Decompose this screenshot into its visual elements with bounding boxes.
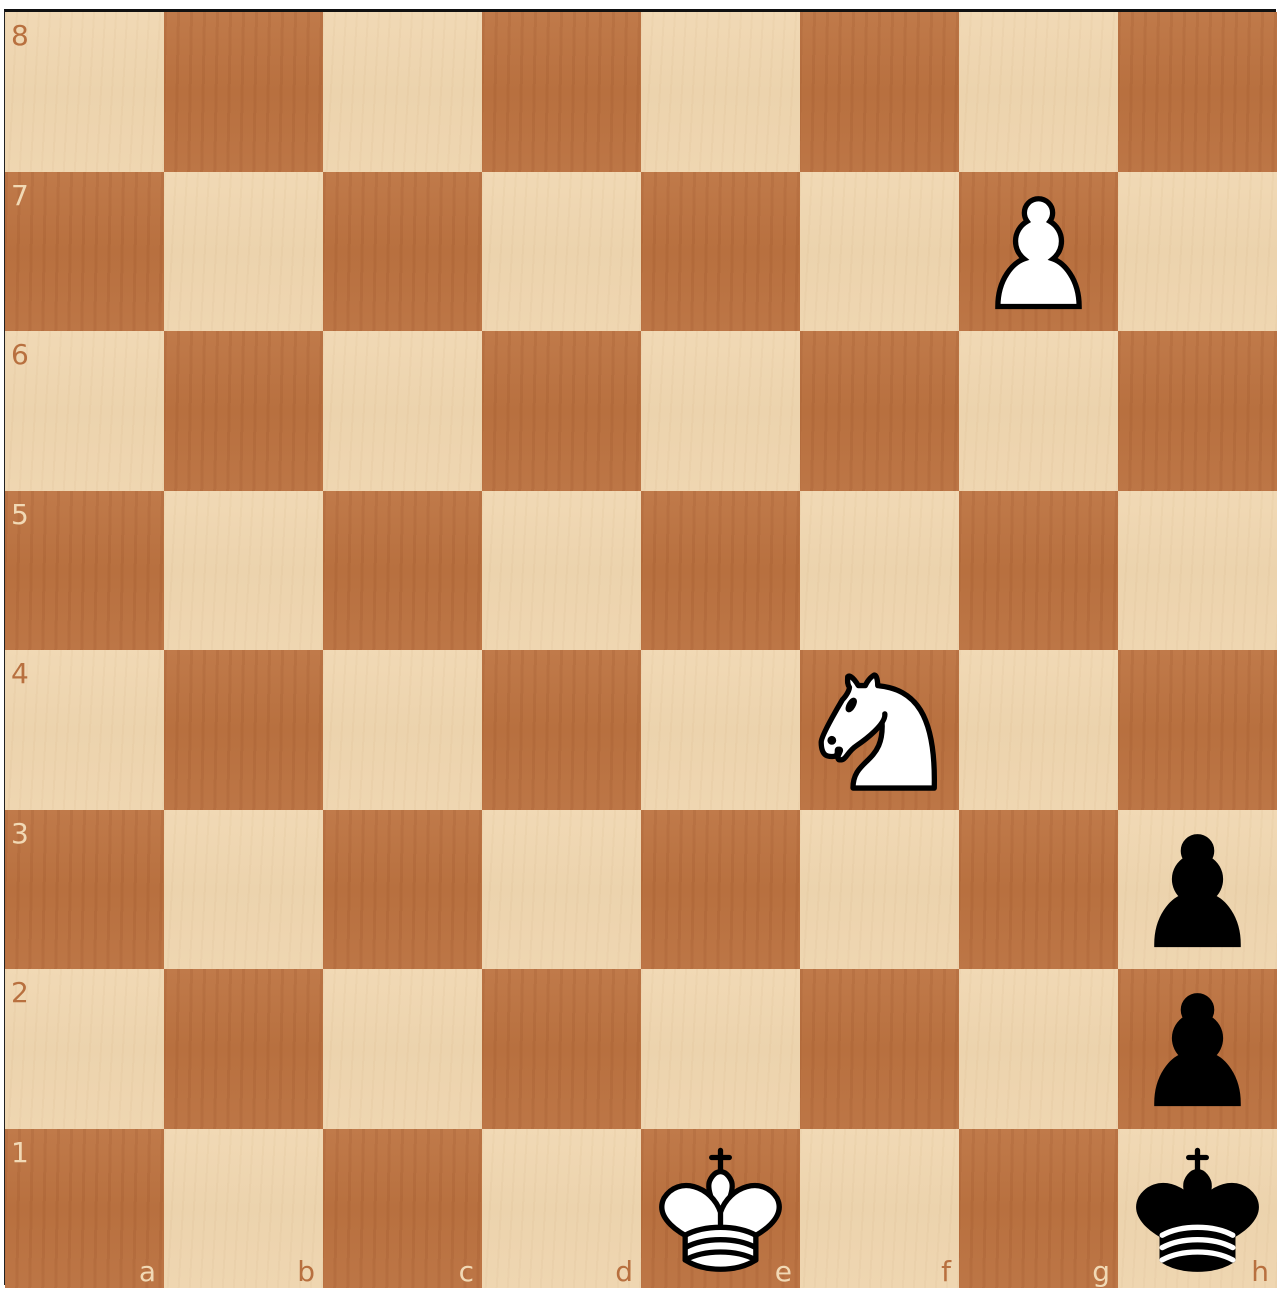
square-d5[interactable] (482, 491, 641, 651)
square-g5[interactable] (959, 491, 1118, 651)
file-label-b: b (297, 1258, 315, 1286)
rank-label-1: 1 (11, 1139, 29, 1167)
square-a5[interactable]: 5 (5, 491, 164, 651)
square-b4[interactable] (164, 650, 323, 810)
square-h3[interactable] (1118, 810, 1277, 970)
square-f8[interactable] (800, 12, 959, 172)
square-a4[interactable]: 4 (5, 650, 164, 810)
black-pawn-icon[interactable] (1118, 969, 1277, 1129)
square-f6[interactable] (800, 331, 959, 491)
square-e7[interactable] (641, 172, 800, 332)
square-h7[interactable] (1118, 172, 1277, 332)
rank-label-6: 6 (11, 341, 29, 369)
square-h4[interactable] (1118, 650, 1277, 810)
square-g6[interactable] (959, 331, 1118, 491)
square-c2[interactable] (323, 969, 482, 1129)
square-f1[interactable]: f (800, 1129, 959, 1289)
square-h1[interactable]: h (1118, 1129, 1277, 1289)
square-f3[interactable] (800, 810, 959, 970)
square-c1[interactable]: c (323, 1129, 482, 1289)
square-c7[interactable] (323, 172, 482, 332)
square-f7[interactable] (800, 172, 959, 332)
square-b3[interactable] (164, 810, 323, 970)
square-d2[interactable] (482, 969, 641, 1129)
square-d6[interactable] (482, 331, 641, 491)
square-d3[interactable] (482, 810, 641, 970)
square-g3[interactable] (959, 810, 1118, 970)
square-g1[interactable]: g (959, 1129, 1118, 1289)
square-e8[interactable] (641, 12, 800, 172)
square-e1[interactable]: e (641, 1129, 800, 1289)
file-label-c: c (459, 1258, 474, 1286)
square-c8[interactable] (323, 12, 482, 172)
rank-label-4: 4 (11, 660, 29, 688)
square-d7[interactable] (482, 172, 641, 332)
square-b6[interactable] (164, 331, 323, 491)
square-e3[interactable] (641, 810, 800, 970)
rank-label-7: 7 (11, 182, 29, 210)
square-b7[interactable] (164, 172, 323, 332)
white-king-icon[interactable] (641, 1129, 800, 1289)
square-d1[interactable]: d (482, 1129, 641, 1289)
file-label-d: d (615, 1258, 633, 1286)
square-g8[interactable] (959, 12, 1118, 172)
square-h2[interactable] (1118, 969, 1277, 1129)
square-a2[interactable]: 2 (5, 969, 164, 1129)
rank-label-2: 2 (11, 979, 29, 1007)
white-knight-icon[interactable] (800, 650, 959, 810)
rank-label-8: 8 (11, 22, 29, 50)
square-h8[interactable] (1118, 12, 1277, 172)
square-c5[interactable] (323, 491, 482, 651)
square-f2[interactable] (800, 969, 959, 1129)
square-f5[interactable] (800, 491, 959, 651)
square-e2[interactable] (641, 969, 800, 1129)
square-d4[interactable] (482, 650, 641, 810)
square-e4[interactable] (641, 650, 800, 810)
square-d8[interactable] (482, 12, 641, 172)
square-h5[interactable] (1118, 491, 1277, 651)
square-b8[interactable] (164, 12, 323, 172)
file-label-f: f (941, 1258, 951, 1286)
square-a8[interactable]: 8 (5, 12, 164, 172)
square-g2[interactable] (959, 969, 1118, 1129)
square-c6[interactable] (323, 331, 482, 491)
square-h6[interactable] (1118, 331, 1277, 491)
square-c3[interactable] (323, 810, 482, 970)
square-f4[interactable] (800, 650, 959, 810)
square-g4[interactable] (959, 650, 1118, 810)
square-e5[interactable] (641, 491, 800, 651)
square-b2[interactable] (164, 969, 323, 1129)
square-a3[interactable]: 3 (5, 810, 164, 970)
square-b1[interactable]: b (164, 1129, 323, 1289)
rank-label-3: 3 (11, 820, 29, 848)
square-e6[interactable] (641, 331, 800, 491)
file-label-g: g (1092, 1258, 1110, 1286)
rank-label-5: 5 (11, 501, 29, 529)
square-b5[interactable] (164, 491, 323, 651)
black-king-icon[interactable] (1118, 1129, 1277, 1289)
square-g7[interactable] (959, 172, 1118, 332)
square-c4[interactable] (323, 650, 482, 810)
black-pawn-icon[interactable] (1118, 810, 1277, 970)
square-a6[interactable]: 6 (5, 331, 164, 491)
file-label-a: a (139, 1258, 156, 1286)
square-a7[interactable]: 7 (5, 172, 164, 332)
white-pawn-icon[interactable] (959, 172, 1118, 332)
